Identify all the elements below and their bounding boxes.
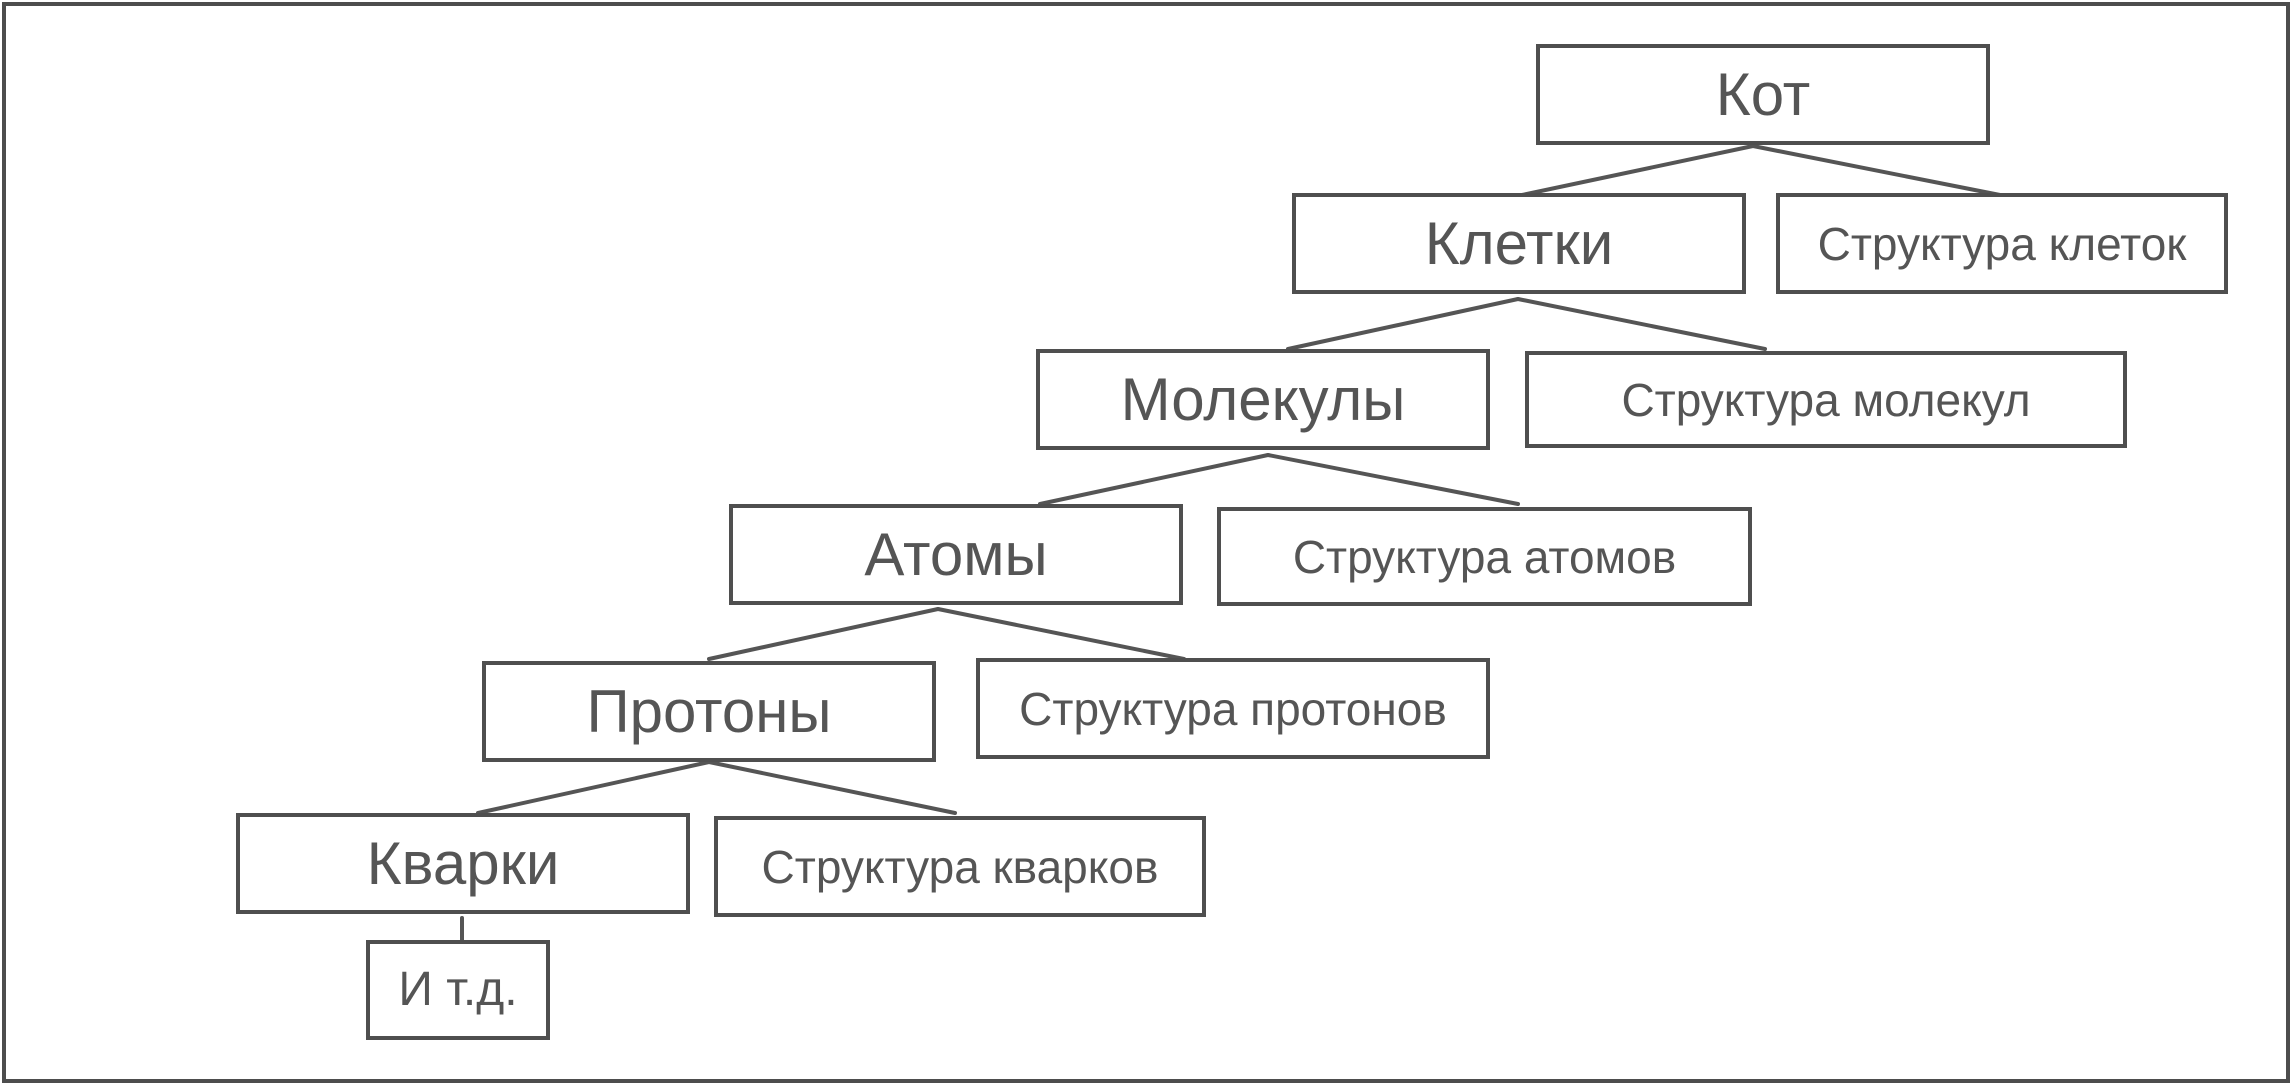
- node-molekuly: Молекулы: [1036, 349, 1490, 450]
- edge-molekuly-atomy: [1038, 453, 1270, 506]
- node-i-t-d: И т.д.: [366, 940, 550, 1040]
- node-kvarki-label: Кварки: [366, 829, 560, 897]
- node-atomy-label: Атомы: [864, 520, 1048, 588]
- edge-kot-struktura-kletok: [1751, 144, 2002, 197]
- edge-kot-kletki: [1520, 144, 1755, 197]
- node-struktura-kletok: Структура клеток: [1776, 193, 2228, 294]
- node-struktura-protonov: Структура протонов: [976, 658, 1490, 759]
- node-kot-label: Кот: [1715, 60, 1811, 128]
- node-protony-label: Протоны: [586, 677, 832, 745]
- edge-molekuly-struktura-atomov: [1266, 453, 1520, 506]
- node-kletki-label: Клетки: [1424, 209, 1614, 277]
- edge-protony-struktura-kvarkov: [707, 760, 957, 815]
- node-struktura-molekul: Структура молекул: [1525, 351, 2127, 448]
- node-protony: Протоны: [482, 661, 936, 762]
- edge-kletki-molekuly: [1286, 297, 1520, 351]
- edge-atomy-struktura-protonov: [936, 607, 1186, 661]
- node-struktura-atomov: Структура атомов: [1217, 507, 1752, 606]
- node-kletki: Клетки: [1292, 193, 1746, 294]
- node-struktura-kvarkov-label: Структура кварков: [761, 840, 1159, 893]
- node-struktura-atomov-label: Структура атомов: [1292, 530, 1677, 583]
- edge-protony-kvarki: [476, 760, 711, 815]
- node-struktura-kvarkov: Структура кварков: [714, 816, 1206, 917]
- node-struktura-protonov-label: Структура протонов: [1019, 682, 1447, 735]
- node-kot: Кот: [1536, 44, 1990, 145]
- node-atomy: Атомы: [729, 504, 1183, 605]
- node-molekuly-label: Молекулы: [1120, 365, 1406, 433]
- node-i-t-d-label: И т.д.: [398, 963, 518, 1016]
- node-struktura-molekul-label: Структура молекул: [1621, 373, 2031, 426]
- edge-atomy-protony: [707, 607, 940, 661]
- node-struktura-kletok-label: Структура клеток: [1817, 217, 2187, 270]
- node-kvarki: Кварки: [236, 813, 690, 914]
- edge-kletki-struktura-molekul: [1516, 297, 1767, 351]
